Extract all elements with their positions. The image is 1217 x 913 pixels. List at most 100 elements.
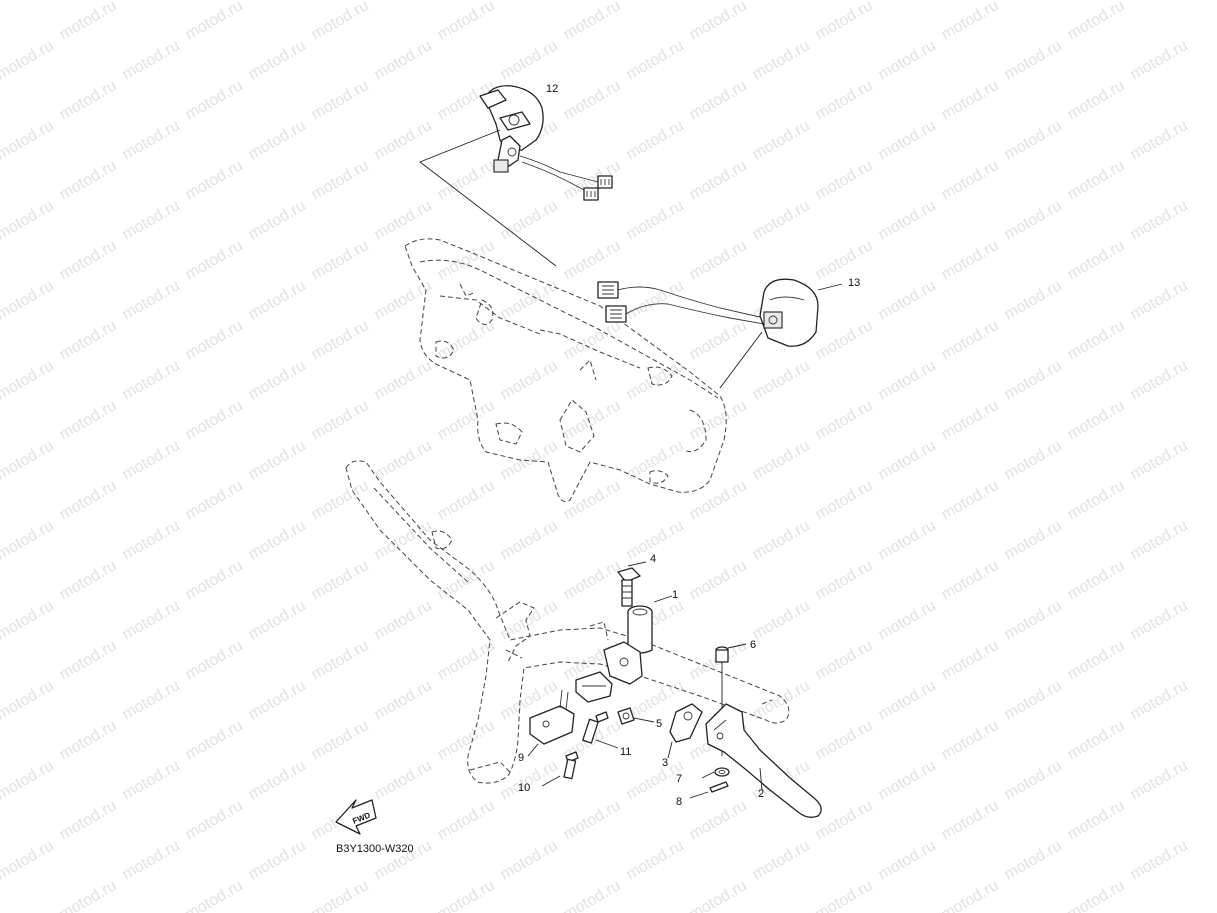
watermark-text: motod.ru — [0, 757, 57, 803]
part-13-right-switch — [597, 278, 843, 389]
callout-3: 3 — [662, 757, 668, 769]
watermark-text: motod.ru — [939, 237, 1002, 283]
watermark-text: motod.ru — [498, 0, 561, 3]
diagram-code: B3Y1300-W320 — [336, 843, 414, 855]
callout-12: 12 — [546, 83, 558, 95]
watermark-text: motod.ru — [372, 357, 435, 403]
watermark-text: motod.ru — [813, 0, 876, 43]
watermark-text: motod.ru — [0, 677, 57, 723]
watermark-text: motod.ru — [498, 437, 561, 483]
watermark-text: motod.ru — [1128, 37, 1191, 83]
watermark-text: motod.ru — [813, 477, 876, 523]
watermark-text: motod.ru — [183, 0, 246, 43]
watermark-text: motod.ru — [876, 277, 939, 323]
watermark-text: motod.ru — [687, 877, 750, 913]
watermark-text: motod.ru — [1128, 437, 1191, 483]
watermark-text: motod.ru — [1065, 877, 1128, 913]
watermark-text: motod.ru — [939, 397, 1002, 443]
watermark-text: motod.ru — [750, 597, 813, 643]
callout-5: 5 — [656, 718, 662, 730]
watermark-text: motod.ru — [1002, 117, 1065, 163]
watermark-text: motod.ru — [435, 317, 498, 363]
watermark-text: motod.ru — [813, 77, 876, 123]
watermark-text: motod.ru — [246, 37, 309, 83]
watermark-text: motod.ru — [561, 797, 624, 843]
watermark-text: motod.ru — [1128, 597, 1191, 643]
watermark-text: motod.ru — [939, 877, 1002, 913]
watermark-text: motod.ru — [750, 197, 813, 243]
watermark-text: motod.ru — [372, 517, 435, 563]
watermark-text: motod.ru — [1002, 597, 1065, 643]
watermark-text: motod.ru — [750, 837, 813, 883]
watermark-text: motod.ru — [876, 677, 939, 723]
watermark-text: motod.ru — [183, 877, 246, 913]
watermark-text: motod.ru — [939, 77, 1002, 123]
watermark-text: motod.ru — [687, 157, 750, 203]
watermark-text: motod.ru — [1002, 277, 1065, 323]
watermark-text: motod.ru — [372, 437, 435, 483]
watermark-text: motod.ru — [876, 517, 939, 563]
watermark-text: motod.ru — [876, 597, 939, 643]
watermark-text: motod.ru — [246, 197, 309, 243]
watermark-text: motod.ru — [1065, 637, 1128, 683]
watermark-text: motod.ru — [57, 157, 120, 203]
watermark-text: motod.ru — [435, 797, 498, 843]
callout-8: 8 — [676, 796, 682, 808]
watermark-text: motod.ru — [939, 637, 1002, 683]
watermark-text: motod.ru — [309, 477, 372, 523]
handlebar — [345, 460, 790, 784]
watermark-text: motod.ru — [309, 637, 372, 683]
watermark-text: motod.ru — [561, 77, 624, 123]
part-11-screw — [582, 711, 619, 749]
watermark-text: motod.ru — [183, 157, 246, 203]
watermark-text: motod.ru — [498, 837, 561, 883]
watermark-text: motod.ru — [1065, 557, 1128, 603]
watermark-text: motod.ru — [1128, 837, 1191, 883]
watermark-text: motod.ru — [183, 637, 246, 683]
watermark-text: motod.ru — [120, 117, 183, 163]
watermark-text: motod.ru — [498, 357, 561, 403]
watermark-text: motod.ru — [246, 757, 309, 803]
watermark-text: motod.ru — [183, 317, 246, 363]
watermark-text: motod.ru — [624, 357, 687, 403]
watermark-text: motod.ru — [372, 0, 435, 3]
watermark-text: motod.ru — [939, 797, 1002, 843]
watermark-text: motod.ru — [1065, 0, 1128, 43]
watermark-text: motod.ru — [1128, 117, 1191, 163]
watermark-text: motod.ru — [1002, 517, 1065, 563]
watermark-text: motod.ru — [813, 557, 876, 603]
watermark-text: motod.ru — [57, 0, 120, 43]
watermark-text: motod.ru — [939, 0, 1002, 43]
watermark-text: motod.ru — [120, 37, 183, 83]
watermark-text: motod.ru — [120, 0, 183, 3]
watermark-text: motod.ru — [498, 277, 561, 323]
watermark-text: motod.ru — [750, 517, 813, 563]
watermark-text: motod.ru — [0, 197, 57, 243]
watermark-text: motod.ru — [246, 437, 309, 483]
watermark-text: motod.ru — [309, 877, 372, 913]
watermark-text: motod.ru — [183, 717, 246, 763]
watermark-text: motod.ru — [1065, 717, 1128, 763]
watermark-text: motod.ru — [435, 877, 498, 913]
watermark-text: motod.ru — [183, 397, 246, 443]
watermark-text: motod.ru — [1128, 757, 1191, 803]
watermark-text: motod.ru — [309, 0, 372, 43]
watermark-text: motod.ru — [57, 77, 120, 123]
watermark-text: motod.ru — [1065, 797, 1128, 843]
watermark-text: motod.ru — [498, 517, 561, 563]
watermark-text: motod.ru — [183, 477, 246, 523]
watermark-text: motod.ru — [813, 637, 876, 683]
watermark-text: motod.ru — [1002, 0, 1065, 3]
watermark-text: motod.ru — [372, 677, 435, 723]
callout-13: 13 — [848, 277, 860, 289]
watermark-text: motod.ru — [120, 437, 183, 483]
callout-10: 10 — [518, 782, 530, 794]
watermark-text: motod.ru — [1002, 197, 1065, 243]
watermark-text: motod.ru — [309, 77, 372, 123]
watermark-text: motod.ru — [120, 197, 183, 243]
watermark-text: motod.ru — [309, 237, 372, 283]
watermark-text: motod.ru — [1002, 677, 1065, 723]
watermark-text: motod.ru — [57, 877, 120, 913]
watermark-text: motod.ru — [624, 117, 687, 163]
